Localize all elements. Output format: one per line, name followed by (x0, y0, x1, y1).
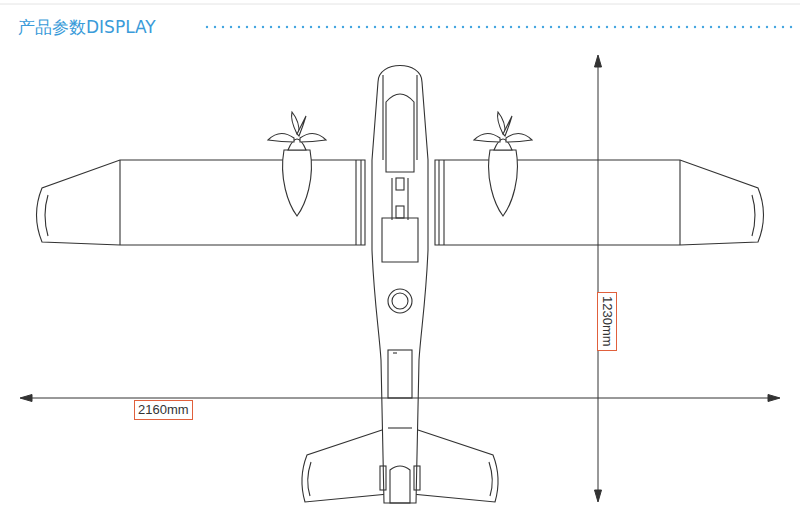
top-rule (0, 4, 800, 5)
fuselage-part (414, 466, 420, 490)
fuselage-part (380, 466, 386, 490)
fuselage-part (386, 94, 414, 172)
dimension-label: 1230mm (597, 292, 617, 351)
motors-part (268, 133, 294, 142)
fuselage-part (372, 66, 428, 504)
fuselage-part (392, 293, 408, 309)
fuselage-part (391, 178, 392, 220)
fuselage (372, 66, 428, 504)
motors-part (300, 133, 326, 142)
motors-part (283, 150, 312, 216)
motors-part (489, 150, 518, 216)
fuselage-part (388, 427, 412, 428)
motors-part (498, 112, 506, 134)
fuselage-part (388, 350, 412, 398)
fuselage-part (416, 75, 417, 160)
motors-part (474, 133, 500, 142)
fuselage-part (396, 178, 404, 190)
fuselage-part (390, 466, 410, 503)
dimension-lines-part (598, 57, 599, 500)
tail-part (302, 428, 388, 502)
fuselage-part (382, 75, 383, 160)
dimension-lines (20, 55, 780, 502)
tail-part (412, 428, 498, 502)
fuselage-part (396, 206, 404, 218)
dotted-rule (207, 26, 792, 28)
dimension-lines-part (768, 395, 780, 402)
tail-part (489, 462, 492, 496)
dimension-lines-part (595, 55, 602, 67)
wings-part (438, 160, 439, 245)
fuselage-part (382, 218, 418, 262)
fuselage-part (388, 289, 412, 313)
dimension-lines-part (20, 395, 32, 402)
wings-part (443, 160, 444, 245)
motors-part (297, 116, 306, 136)
wings-part (679, 160, 680, 245)
wings-part (37, 160, 366, 245)
wings-part (119, 160, 120, 245)
tail-part (308, 462, 311, 496)
page-heading: 产品参数DISPLAY (18, 16, 156, 39)
wings-part (360, 160, 361, 245)
motors-part (503, 116, 512, 136)
fuselage-part (393, 352, 397, 353)
wings-part (435, 160, 764, 245)
dimension-lines-part (595, 490, 602, 502)
wings-part (752, 195, 755, 236)
dimension-label: 2160mm (134, 400, 193, 420)
dimension-lines-part (22, 398, 778, 399)
motors-part (292, 112, 300, 134)
fuselage-part (407, 178, 408, 220)
wings-part (355, 160, 356, 245)
motors (268, 112, 532, 216)
wings-part (45, 195, 48, 236)
motors-part (506, 133, 532, 142)
